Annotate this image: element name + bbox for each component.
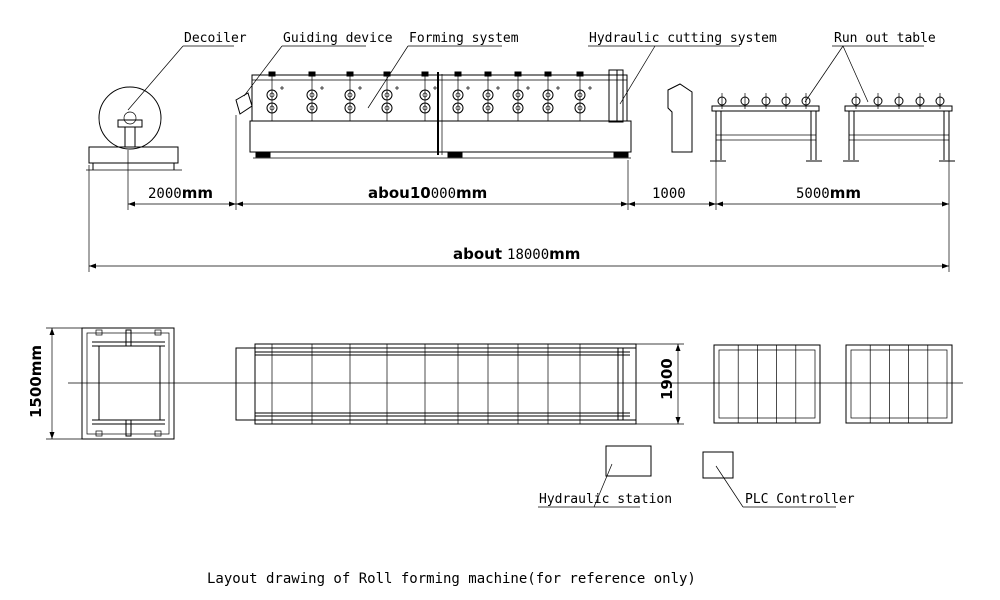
roller-station: [419, 71, 437, 121]
decoiler-side-view: [86, 86, 182, 171]
guiding-device-side-view: [235, 92, 253, 115]
roller-station: [512, 71, 530, 121]
roller-station: [542, 71, 560, 121]
drawing-caption: Layout drawing of Roll forming machine(f…: [207, 571, 696, 587]
run-out-table-1-plan-view: [713, 344, 821, 424]
roller-station: [574, 71, 592, 121]
forming-machine-plan-view: 1900: [235, 343, 684, 425]
label-guiding-device: Guiding device: [283, 31, 393, 46]
hydraulic-cutting-side-view: [608, 69, 624, 123]
roller-station: [381, 71, 399, 121]
label-hydraulic-station: Hydraulic station: [539, 492, 672, 507]
label-forming-system: Forming system: [409, 31, 519, 46]
roller-station: [482, 71, 500, 121]
roller-station: [306, 71, 324, 121]
run-out-table-2-plan-view: [845, 344, 953, 424]
shear-unit-side-view: [667, 83, 693, 153]
label-plc-controller: PLC Controller: [745, 492, 855, 507]
dim-2000: 2000mm: [148, 184, 213, 202]
dim-decoiler-width: 1500mm: [27, 345, 45, 418]
dim-10000: abou10000mm: [368, 184, 487, 202]
roller-stations: [266, 71, 592, 121]
roller-station: [266, 71, 284, 121]
run-out-table-1-side-view: [710, 93, 822, 162]
plc-controller-plan: PLC Controller: [702, 451, 855, 508]
roller-station: [452, 71, 470, 121]
roller-station: [344, 71, 362, 121]
hydraulic-station-plan: Hydraulic station: [538, 445, 672, 508]
dim-machine-width: 1900: [658, 358, 676, 400]
label-decoiler: Decoiler: [184, 31, 247, 46]
dim-1000: 1000: [652, 186, 686, 202]
decoiler-plan-view: 1500mm: [27, 327, 175, 440]
label-run-out-table: Run out table: [834, 31, 936, 46]
dim-5000: 5000mm: [796, 184, 861, 202]
run-out-table-2-side-view: [843, 93, 955, 162]
component-labels: Decoiler Guiding device Forming system H…: [127, 31, 936, 111]
forming-system-side-view: [249, 71, 632, 159]
label-hydraulic-cutting-system: Hydraulic cutting system: [589, 31, 777, 46]
